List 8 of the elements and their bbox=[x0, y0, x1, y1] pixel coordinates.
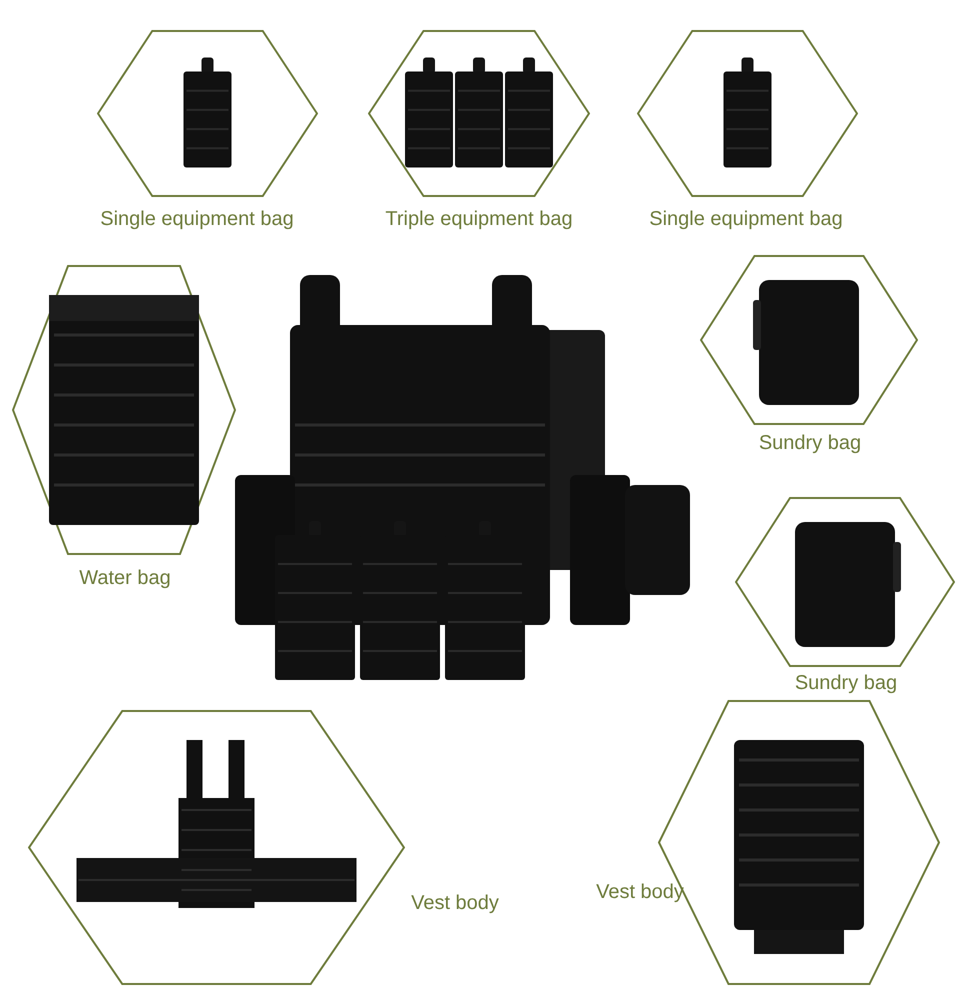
item-label: Vest body bbox=[595, 880, 685, 905]
item-label: Vest body bbox=[410, 891, 500, 916]
item-label: Triple equipment bag bbox=[384, 207, 574, 232]
item-label: Sundry bag bbox=[758, 431, 862, 456]
item-label: Single equipment bag bbox=[99, 207, 295, 232]
item-label: Single equipment bag bbox=[648, 207, 844, 232]
item-label: Water bag bbox=[78, 566, 172, 591]
item-label: Sundry bag bbox=[794, 671, 898, 696]
